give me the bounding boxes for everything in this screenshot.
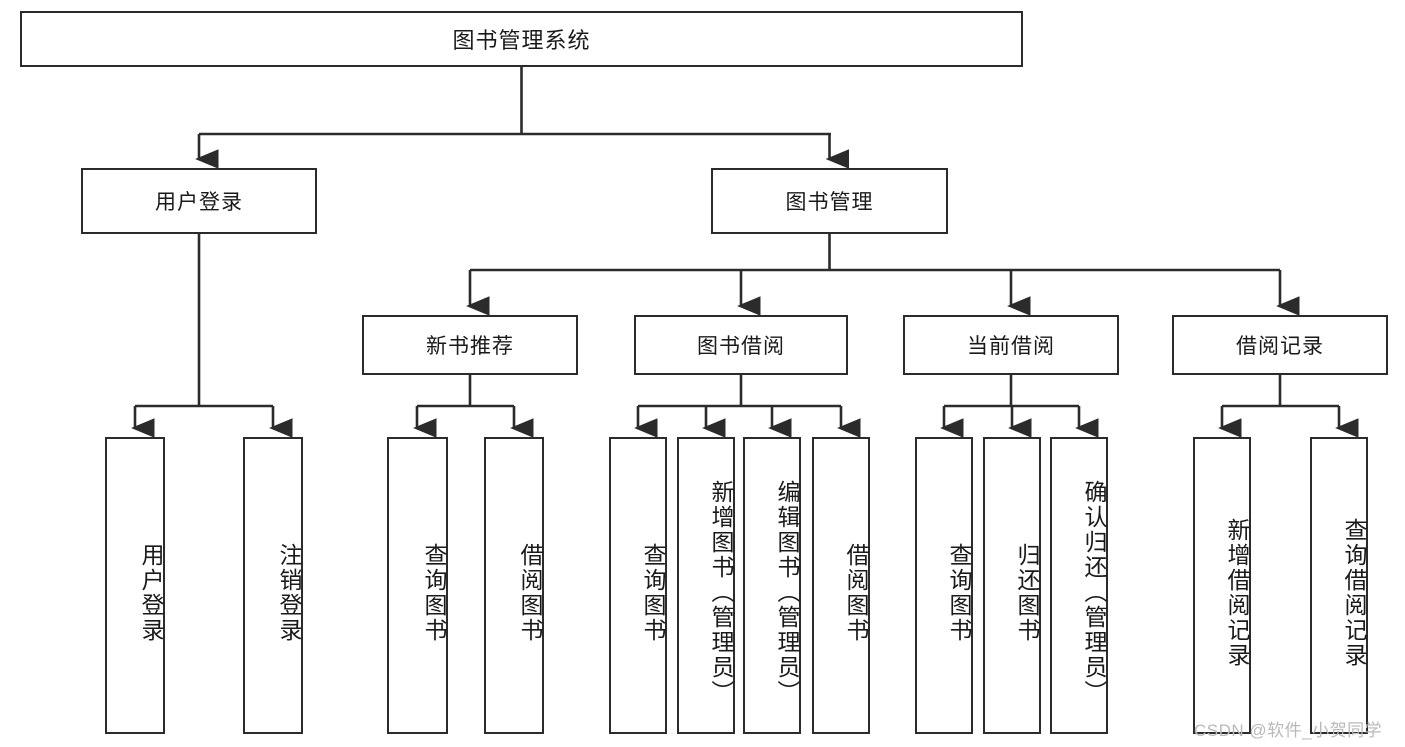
node-leaf-add-book-admin[interactable]: 新增图书（管理员）	[677, 437, 735, 734]
node-leaf-borrow-book-newbook[interactable]: 借阅图书	[484, 437, 544, 734]
node-leaf-query-book-current[interactable]: 查询图书	[915, 437, 973, 734]
node-leaf-add-borrow-record[interactable]: 新增借阅记录	[1193, 437, 1251, 734]
node-leaf-user-login[interactable]: 用户登录	[105, 437, 165, 734]
node-leaf-return-book[interactable]: 归还图书	[983, 437, 1041, 734]
node-user-login[interactable]: 用户登录	[81, 168, 317, 234]
node-new-book-recommendation[interactable]: 新书推荐	[362, 315, 578, 375]
node-leaf-query-book-borrow[interactable]: 查询图书	[609, 437, 667, 734]
node-leaf-query-book-newbook[interactable]: 查询图书	[387, 437, 448, 734]
node-leaf-borrow-book[interactable]: 借阅图书	[812, 437, 870, 734]
node-root-book-management-system[interactable]: 图书管理系统	[20, 11, 1023, 67]
node-leaf-edit-book-admin[interactable]: 编辑图书（管理员）	[743, 437, 801, 734]
node-leaf-confirm-return-admin[interactable]: 确认归还（管理员）	[1050, 437, 1108, 734]
node-book-management[interactable]: 图书管理	[711, 168, 948, 234]
node-leaf-query-borrow-record[interactable]: 查询借阅记录	[1310, 437, 1368, 734]
node-current-borrow[interactable]: 当前借阅	[903, 315, 1119, 375]
node-book-borrow[interactable]: 图书借阅	[634, 315, 848, 375]
node-borrow-record[interactable]: 借阅记录	[1172, 315, 1388, 375]
node-leaf-logout[interactable]: 注销登录	[243, 437, 303, 734]
csdn-watermark: CSDN @软件_小贺同学	[1194, 721, 1383, 740]
